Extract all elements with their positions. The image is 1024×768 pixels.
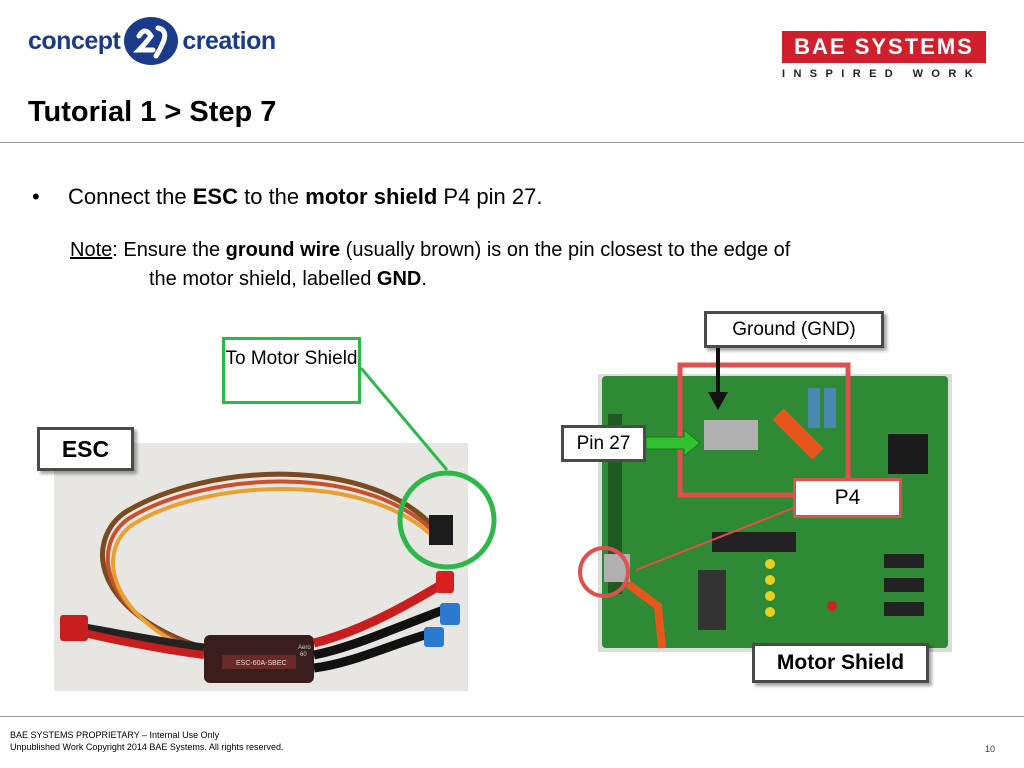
bullet-dot-icon: • — [32, 184, 40, 209]
esc-illustration: Aero 60 ESC-60A-SBEC — [54, 443, 468, 691]
note-text: : Ensure the — [112, 239, 226, 261]
note-continuation: the motor shield, labelled GND. — [70, 265, 1010, 294]
bae-systems-logo: BAE SYSTEMS — [782, 31, 986, 63]
note-text: (usually brown) is on the pin closest to… — [340, 239, 791, 261]
concept-creation-logo: concept creation — [28, 16, 276, 66]
bullet-bold-motor-shield: motor shield — [305, 184, 438, 209]
callout-pin27: Pin 27 — [561, 425, 646, 462]
footer-divider — [0, 716, 1024, 717]
note-bold-ground-wire: ground wire — [225, 239, 341, 261]
concept-creation-mark-icon — [124, 17, 179, 65]
note-paragraph: Note: Ensure the ground wire (usually br… — [70, 236, 1010, 294]
esc-label-model: ESC-60A-SBEC — [236, 660, 287, 667]
esc-label-aero: Aero — [298, 645, 311, 651]
callout-ground-gnd: Ground (GND) — [704, 311, 884, 348]
callout-esc: ESC — [37, 427, 134, 471]
callout-p4: P4 — [793, 478, 902, 518]
bullet-text: to the — [238, 184, 306, 209]
bullet-bold-esc: ESC — [192, 184, 238, 209]
footer-proprietary: BAE SYSTEMS PROPRIETARY – Internal Use O… — [10, 730, 220, 740]
slide-title: Tutorial 1 > Step 7 — [28, 96, 277, 128]
note-text: the motor shield, labelled — [149, 268, 377, 290]
note-text: . — [421, 268, 427, 290]
page-number: 10 — [985, 744, 996, 754]
logo-word-concept: concept — [28, 26, 121, 55]
servo-connector — [429, 515, 453, 545]
bae-tagline: INSPIRED WORK — [782, 68, 982, 80]
esc-photo: Aero 60 ESC-60A-SBEC — [54, 443, 468, 691]
callout-motor-shield: Motor Shield — [752, 643, 929, 683]
logo-word-creation: creation — [182, 26, 276, 55]
note-label: Note — [70, 239, 113, 261]
header-divider — [0, 142, 1024, 143]
instruction-bullet: • Connect the ESC to the motor shield P4 … — [32, 184, 542, 210]
deans-connector — [60, 615, 88, 641]
bullet-text: P4 pin 27. — [437, 184, 543, 209]
callout-to-motor-shield: To Motor Shield — [222, 337, 361, 404]
esc-label-60: 60 — [300, 652, 307, 658]
bullet-text: Connect the — [68, 184, 193, 209]
footer-copyright: Unpublished Work Copyright 2014 BAE Syst… — [10, 742, 284, 752]
note-bold-gnd: GND — [376, 268, 422, 290]
